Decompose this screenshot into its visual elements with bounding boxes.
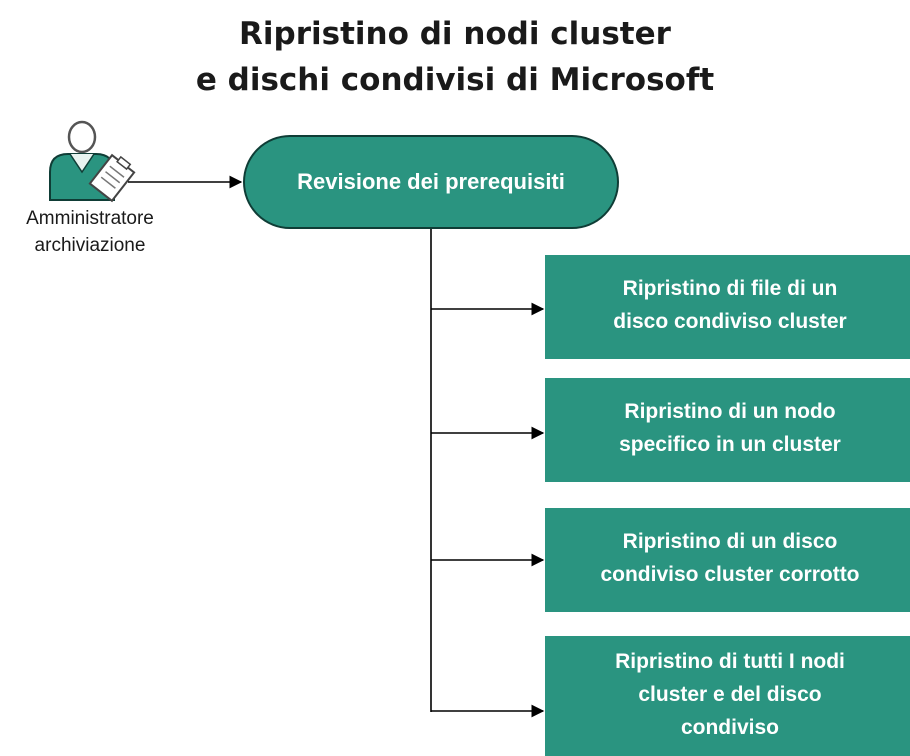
step-restore-corrupted-shared-disk: Ripristino di un disco condiviso cluster… [545,508,910,612]
step-restore-files-shared-disk: Ripristino di file di un disco condiviso… [545,255,910,359]
diagram-title-line-1: Ripristino di nodi cluster [239,16,671,52]
administrator-user-clipboard-icon [49,120,136,203]
step-1-line-2: disco condiviso cluster [613,310,847,333]
actor-label-line-2: archiviazione [34,235,146,256]
actor-label-line-1: Amministratore [26,208,154,229]
step-4-line-1: Ripristino di tutti I nodi [615,649,845,673]
step-restore-all-nodes-and-disk: Ripristino di tutti I nodi cluster e del… [545,636,910,756]
step-3-line-1: Ripristino di un disco [622,530,838,553]
step-restore-specific-node: Ripristino di un nodo specifico in un cl… [545,378,910,482]
step-2-line-1: Ripristino di un nodo [624,400,836,423]
step-2-line-2: specifico in un cluster [619,433,841,456]
start-node-prerequisites: Revisione dei prerequisiti [243,135,619,229]
actor-label: Amministratore archiviazione [0,205,180,259]
diagram-title-line-2: e dischi condivisi di Microsoft [195,62,715,98]
step-4-line-3: condiviso [680,715,779,739]
step-4-line-2: cluster e del disco [638,682,822,706]
step-3-line-2: condiviso cluster corrotto [600,563,860,586]
step-1-line-1: Ripristino di file di un [622,277,838,300]
